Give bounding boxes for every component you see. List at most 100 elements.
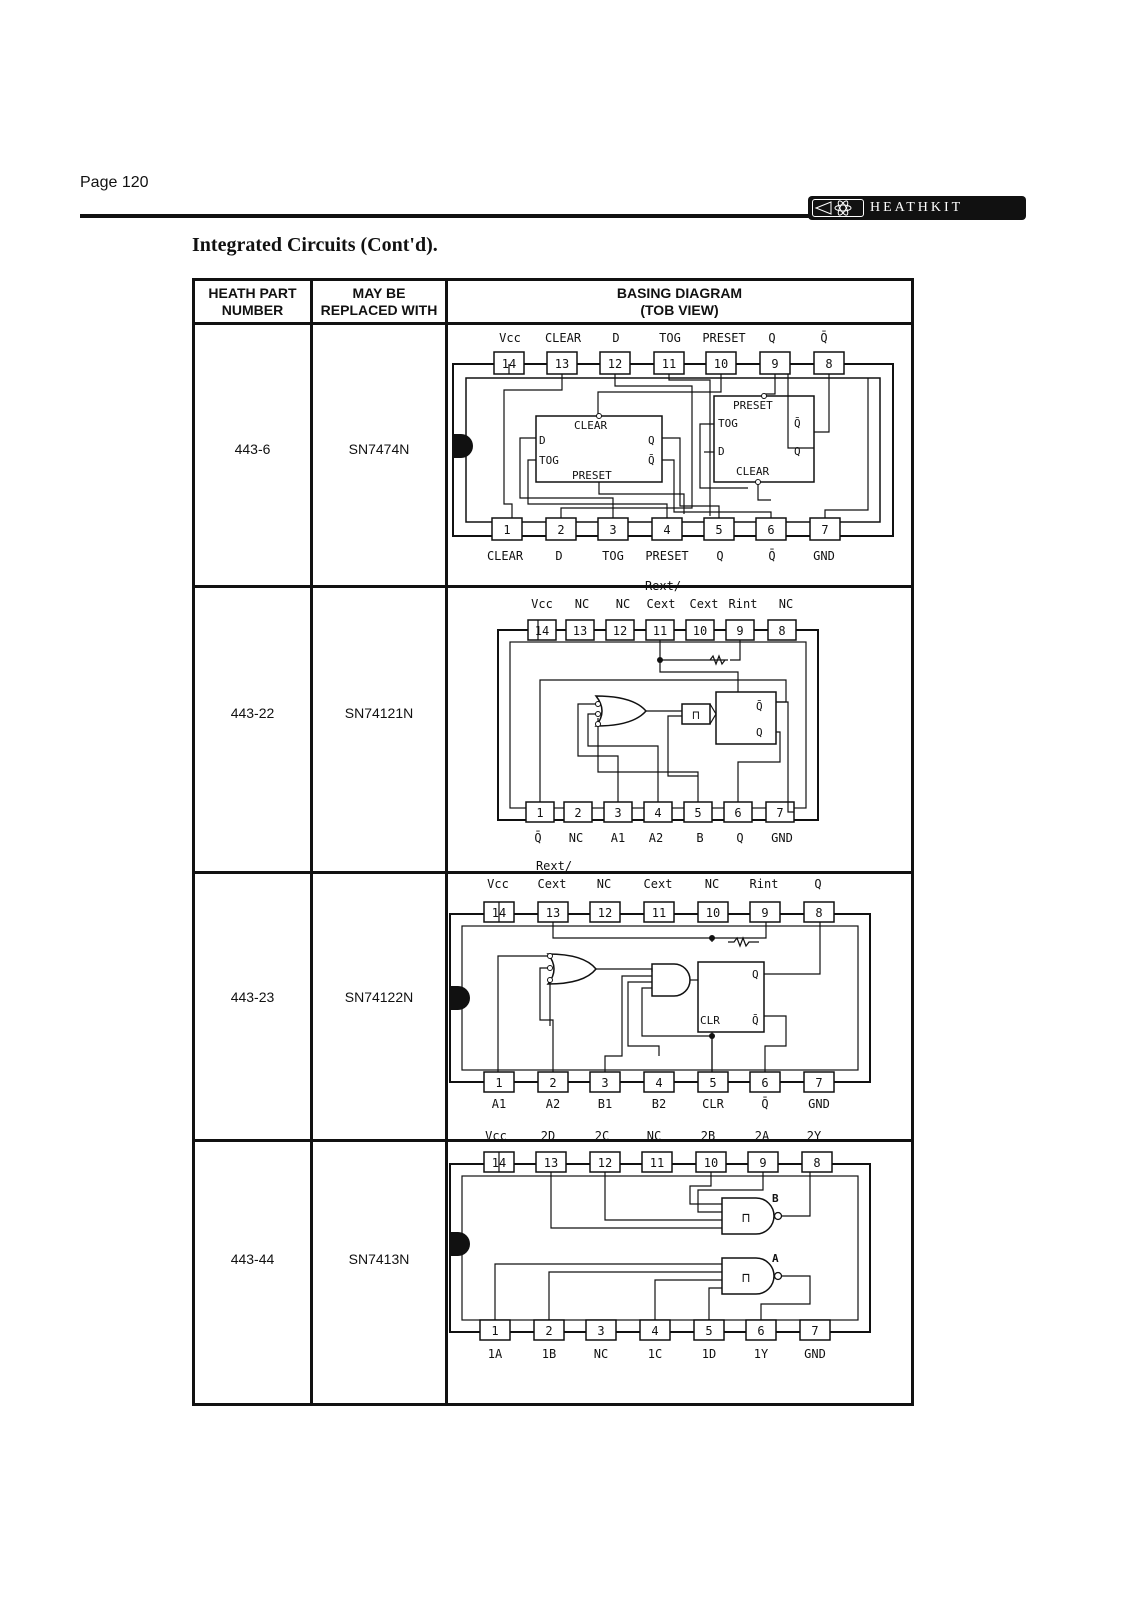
pin-label: NC [779, 597, 793, 611]
logo-text: HEATHKIT [870, 200, 964, 215]
pin-number: 8 [815, 906, 822, 920]
pin-number: 11 [662, 357, 676, 371]
ff-label: PRESET [572, 469, 612, 482]
pin-label: Q [736, 831, 743, 845]
basing-diagram-sn74122n: Rext/ Vcc Cext NC Cext NC Rint Q 14 13 1… [449, 859, 871, 1111]
part-number-cell: 443-23 [230, 989, 275, 1005]
pin-label: Q [768, 331, 775, 345]
pin-label: Rint [750, 877, 779, 891]
pin-label: 2B [701, 1129, 715, 1143]
pin-label: Vcc [499, 331, 521, 345]
basing-diagram-sn7413n: Vcc 2D 2C NC 2B 2A 2Y 14 13 12 11 10 9 8… [449, 1129, 871, 1361]
pin-number: 9 [761, 906, 768, 920]
pin-label: Cext [690, 597, 719, 611]
pin-number: 2 [549, 1076, 556, 1090]
pin-label: Vcc [487, 877, 509, 891]
pin-label: GND [771, 831, 793, 845]
header-replacement: MAY BE REPLACED WITH [320, 285, 438, 318]
pin-label: CLEAR [487, 549, 524, 563]
ff-label: TOG [718, 417, 738, 430]
pin-number: 12 [613, 624, 627, 638]
pin-label: Cext [538, 877, 567, 891]
atom-logo-icon [812, 199, 864, 217]
pin-number: 9 [736, 624, 743, 638]
pin-label: GND [813, 549, 835, 563]
pin-number: 5 [715, 523, 722, 537]
pin-label: TOG [602, 549, 624, 563]
pin-label: GND [804, 1347, 826, 1361]
pin-number: 13 [573, 624, 587, 638]
pin-label: Q̄ [820, 331, 827, 345]
pin-number: 6 [757, 1324, 764, 1338]
pin-label: CLR [702, 1097, 724, 1111]
pin-number: 13 [544, 1156, 558, 1170]
pin-label: D [612, 331, 619, 345]
pin-label: D [555, 549, 562, 563]
pin-label: 1A [488, 1347, 503, 1361]
pin-number: 13 [555, 357, 569, 371]
part-number-cell: 443-22 [230, 705, 275, 721]
heathkit-logo: HEATHKIT [808, 196, 1026, 220]
gate-label: A [772, 1252, 779, 1265]
pin-label: NC [594, 1347, 608, 1361]
pin-number: 8 [825, 357, 832, 371]
pin-label: Rint [729, 597, 758, 611]
ff-label: D [539, 434, 546, 447]
pin-label: Vcc [485, 1129, 507, 1143]
pin-number: 12 [608, 357, 622, 371]
ff-label: Q [756, 726, 763, 739]
pin-label: Q̄ [534, 831, 541, 845]
pin-number: 1 [495, 1076, 502, 1090]
pin-label: NC [597, 877, 611, 891]
pin-number: 3 [609, 523, 616, 537]
pin-number: 13 [546, 906, 560, 920]
part-number-cell: 443-6 [234, 441, 271, 457]
pin-number: 7 [815, 1076, 822, 1090]
ff-label: Q̄ [756, 700, 763, 713]
pin-label: B [696, 831, 703, 845]
pin-number: 7 [811, 1324, 818, 1338]
pin-label: Q̄ [768, 549, 775, 563]
ff-label: Q [648, 434, 655, 447]
row-divider [195, 1139, 911, 1142]
row-divider [195, 871, 911, 874]
ff-label: Q̄ [648, 454, 655, 467]
pin-label: NC [575, 597, 589, 611]
page-number: Page 120 [80, 174, 149, 191]
pin-label: B2 [652, 1097, 666, 1111]
pin-label: A1 [492, 1097, 506, 1111]
pin-number: 6 [767, 523, 774, 537]
pin-number: 10 [693, 624, 707, 638]
pin-number: 6 [734, 806, 741, 820]
ff-label: CLR [700, 1014, 720, 1027]
svg-text:⊓: ⊓ [692, 708, 699, 722]
pin-number: 9 [771, 357, 778, 371]
ff-label: CLEAR [574, 419, 607, 432]
ff-label: Q̄ [794, 417, 801, 430]
pin-label: 2C [595, 1129, 609, 1143]
pin-number: 5 [705, 1324, 712, 1338]
pin-label: NC [616, 597, 630, 611]
pin-number: 8 [813, 1156, 820, 1170]
pin-number: 12 [598, 1156, 612, 1170]
pin-number: 12 [598, 906, 612, 920]
ff-label: Q [752, 968, 759, 981]
pin-number: 7 [776, 806, 783, 820]
pin-number: 2 [574, 806, 581, 820]
pin-label: 2Y [807, 1129, 822, 1143]
pin-number: 11 [653, 624, 667, 638]
pin-label: 1B [542, 1347, 556, 1361]
pin-number: 4 [655, 1076, 662, 1090]
pin-number: 1 [536, 806, 543, 820]
pin-number: 5 [694, 806, 701, 820]
pin-number: 10 [704, 1156, 718, 1170]
column-divider [445, 281, 448, 1403]
svg-text:⊓: ⊓ [742, 1211, 750, 1226]
pin-number: 8 [778, 624, 785, 638]
pin-label: A1 [611, 831, 625, 845]
pin-number: 5 [709, 1076, 716, 1090]
pin-number: 4 [663, 523, 670, 537]
header-basing-diagram: BASING DIAGRAM (TOB VIEW) [616, 285, 743, 318]
ff-label: Q̄ [752, 1014, 759, 1027]
pin-number: 2 [557, 523, 564, 537]
